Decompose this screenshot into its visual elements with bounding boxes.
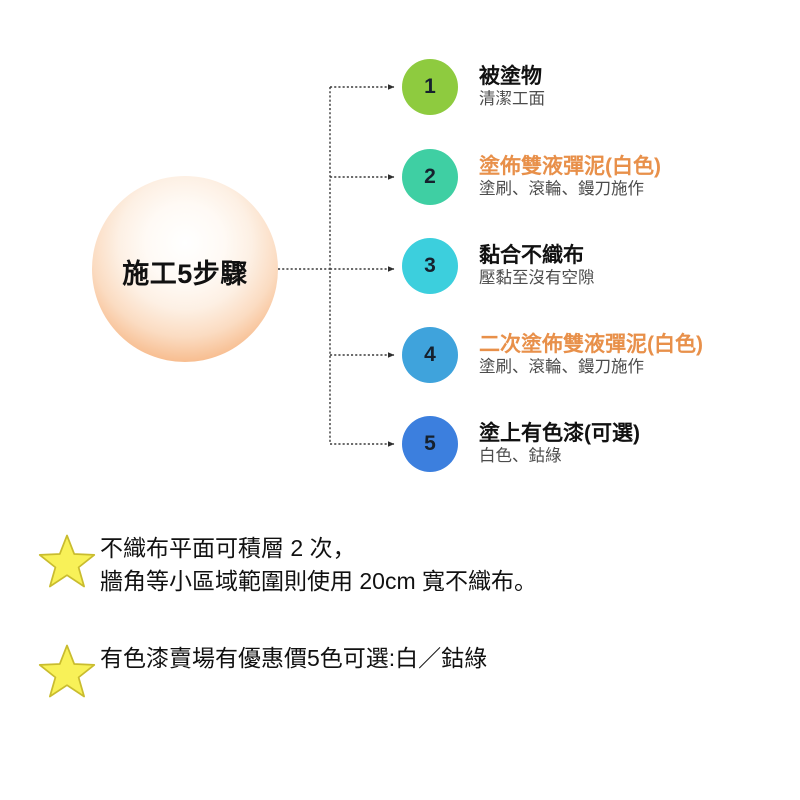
note-item-2: 有色漆賣場有優惠價5色可選:白／鈷綠	[38, 642, 487, 700]
step-subtitle-4: 塗刷、滾輪、鏝刀施作	[479, 357, 644, 376]
step-title-3: 黏合不織布	[479, 243, 584, 267]
step-number-5: 5	[424, 432, 436, 455]
step-item-2[interactable]: 2 塗佈雙液彈泥(白色) 塗刷、滾輪、鏝刀施作	[402, 149, 661, 205]
step-title-1: 被塗物	[479, 64, 542, 88]
step-number-badge-3: 3	[402, 238, 458, 294]
process-diagram: 施工5步驟 1 被塗物 清潔工面 2 塗佈雙	[92, 59, 703, 472]
hub-label: 施工5步驟	[122, 258, 248, 289]
step-number-badge-4: 4	[402, 327, 458, 383]
step-number-3: 3	[424, 254, 436, 277]
step-number-4: 4	[424, 343, 436, 366]
step-subtitle-1: 清潔工面	[479, 89, 545, 108]
step-number-2: 2	[424, 165, 436, 188]
step-title-2: 塗佈雙液彈泥(白色)	[479, 154, 661, 178]
step-subtitle-3: 壓黏至沒有空隙	[479, 268, 595, 287]
connector-lines	[278, 84, 395, 447]
star-icon	[38, 642, 96, 700]
step-text-4: 二次塗佈雙液彈泥(白色) 塗刷、滾輪、鏝刀施作	[479, 332, 703, 377]
note-text-2: 有色漆賣場有優惠價5色可選:白／鈷綠	[100, 645, 488, 671]
step-item-3[interactable]: 3 黏合不織布 壓黏至沒有空隙	[402, 238, 595, 294]
step-text-5: 塗上有色漆(可選) 白色、鈷綠	[479, 421, 640, 466]
step-subtitle-2: 塗刷、滾輪、鏝刀施作	[479, 179, 644, 198]
step-text-3: 黏合不織布 壓黏至沒有空隙	[479, 243, 595, 288]
step-number-1: 1	[424, 75, 436, 98]
note-item-1: 不織布平面可積層 2 次， 牆角等小區域範圍則使用 20cm 寬不織布。	[38, 532, 537, 597]
step-subtitle-5: 白色、鈷綠	[479, 446, 562, 465]
step-title-5: 塗上有色漆(可選)	[479, 421, 640, 445]
step-number-badge-2: 2	[402, 149, 458, 205]
step-number-badge-1: 1	[402, 59, 458, 115]
note-text-1: 不織布平面可積層 2 次， 牆角等小區域範圍則使用 20cm 寬不織布。	[100, 535, 538, 594]
step-item-1[interactable]: 1 被塗物 清潔工面	[402, 59, 545, 115]
step-text-1: 被塗物 清潔工面	[479, 64, 545, 109]
step-title-4: 二次塗佈雙液彈泥(白色)	[479, 332, 703, 356]
step-item-4[interactable]: 4 二次塗佈雙液彈泥(白色) 塗刷、滾輪、鏝刀施作	[402, 327, 703, 383]
step-item-5[interactable]: 5 塗上有色漆(可選) 白色、鈷綠	[402, 416, 640, 472]
step-text-2: 塗佈雙液彈泥(白色) 塗刷、滾輪、鏝刀施作	[479, 154, 661, 199]
step-number-badge-5: 5	[402, 416, 458, 472]
star-icon	[38, 532, 96, 590]
diagram-hub: 施工5步驟	[92, 176, 278, 362]
